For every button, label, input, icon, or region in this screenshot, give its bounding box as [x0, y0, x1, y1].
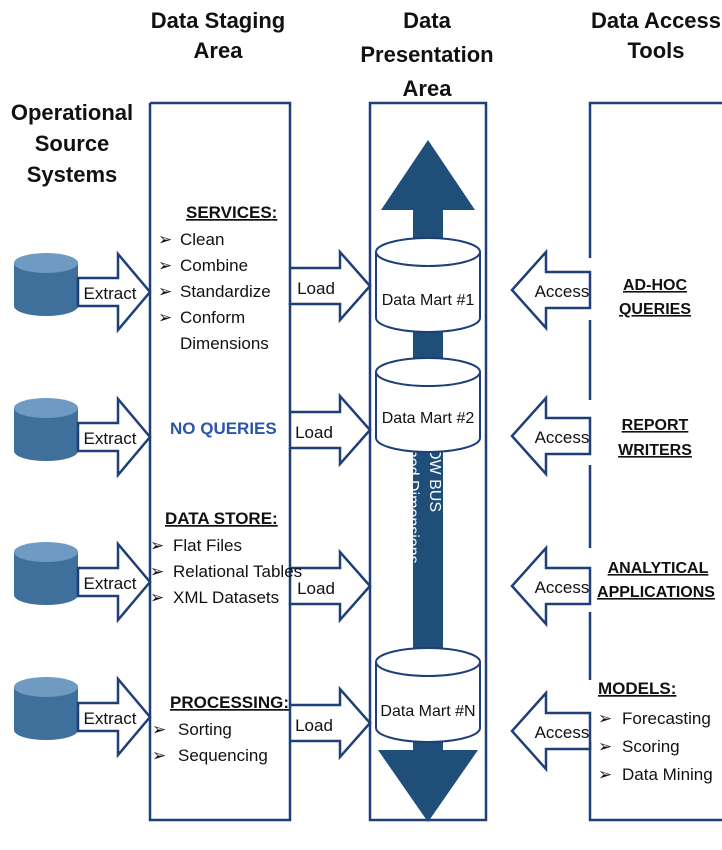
services-item-conform: Conform [180, 308, 245, 327]
presentation-area-box [368, 101, 488, 822]
data-store-item-xml-datasets: XML Datasets [173, 588, 279, 607]
load-arrow-2 [288, 392, 372, 468]
extract-label-3: Extract [84, 574, 137, 593]
bullet-icon: ➢ [598, 765, 612, 784]
staging-header-line1: Data Staging [151, 8, 285, 33]
services-title-text: SERVICES [186, 203, 272, 222]
bullet-icon: ➢ [158, 256, 172, 275]
data-mart-1-label: Data Mart #1 [382, 292, 475, 309]
services-title-colon: : [272, 203, 278, 222]
bullet-icon: ➢ [158, 282, 172, 301]
access-arrow-1 [510, 248, 592, 332]
adhoc-queries-line1: AD-HOC [623, 277, 687, 294]
bullet-icon: ➢ [150, 588, 164, 607]
source-db-icon-3 [14, 542, 78, 605]
access-label-2: Access [535, 428, 590, 447]
data-mart-2: Data Mart #2 [375, 357, 481, 453]
sources-header-line2: Source [35, 131, 110, 156]
no-queries-label: NO QUERIES [170, 419, 277, 438]
bullet-icon: ➢ [152, 720, 166, 739]
bullet-icon: ➢ [152, 746, 166, 765]
access-arrow-4 [510, 689, 592, 773]
load-label-4: Load [295, 716, 333, 735]
services-item-combine: Combine [180, 256, 248, 275]
extract-label-4: Extract [84, 709, 137, 728]
analytical-applications-line2: APPLICATIONS [597, 584, 715, 601]
data-store-title: DATA STORE: [165, 509, 278, 528]
services-item-dimensions: Dimensions [180, 334, 269, 353]
extract-arrow-3 [76, 540, 152, 624]
dw-bus-label: DW BUS [426, 448, 443, 512]
data-mart-n: Data Mart #N [375, 647, 481, 743]
access-header-line1: Data Access [591, 8, 721, 33]
extract-label-2: Extract [84, 429, 137, 448]
bullet-icon: ➢ [598, 737, 612, 756]
presentation-header-line3: Area [403, 76, 453, 101]
services-item-standardize: Standardize [180, 282, 271, 301]
dw-bus-arrow [378, 140, 478, 822]
extract-arrow-4 [76, 675, 152, 759]
adhoc-queries-line2: QUERIES [619, 301, 691, 318]
source-db-icon-1 [14, 253, 78, 316]
source-db-icon-2 [14, 398, 78, 461]
processing-title-text: PROCESSING [170, 693, 283, 712]
load-arrow-4 [288, 685, 372, 761]
models-item-data-mining: Data Mining [622, 765, 713, 784]
access-tools-box [588, 101, 722, 822]
access-arrow-3 [510, 544, 592, 628]
models-item-forecasting: Forecasting [622, 709, 711, 728]
models-title: MODELS: [598, 679, 676, 698]
staging-header-line2: Area [194, 38, 244, 63]
access-header-line2: Tools [627, 38, 684, 63]
bullet-icon: ➢ [158, 308, 172, 327]
presentation-header-line2: Presentation [360, 42, 493, 67]
processing-title-colon: : [283, 693, 289, 712]
processing-item-sequencing: Sequencing [178, 746, 268, 765]
access-label-1: Access [535, 282, 590, 301]
services-item-clean: Clean [180, 230, 224, 249]
models-item-scoring: Scoring [622, 737, 680, 756]
report-writers-line2: WRITERS [618, 442, 692, 459]
load-label-3: Load [297, 579, 335, 598]
extract-arrow-1 [76, 250, 152, 334]
sources-header-line1: Operational [11, 100, 133, 125]
processing-item-sorting: Sorting [178, 720, 232, 739]
presentation-header-line1: Data [403, 8, 451, 33]
analytical-applications-line1: ANALYTICAL [608, 560, 709, 577]
load-label-2: Load [295, 423, 333, 442]
data-store-item-relational-tables: Relational Tables [173, 562, 302, 581]
data-mart-1: Data Mart #1 [375, 237, 481, 333]
data-mart-n-label: Data Mart #N [380, 703, 475, 720]
load-arrow-3 [288, 548, 372, 624]
services-title: SERVICES: [186, 203, 277, 222]
bullet-icon: ➢ [150, 562, 164, 581]
load-label-1: Load [297, 279, 335, 298]
source-db-icon-4 [14, 677, 78, 740]
extract-label-1: Extract [84, 284, 137, 303]
access-arrow-2 [510, 394, 592, 478]
sources-header-line3: Systems [27, 162, 118, 187]
bullet-icon: ➢ [150, 536, 164, 555]
bullet-icon: ➢ [158, 230, 172, 249]
access-label-3: Access [535, 578, 590, 597]
load-arrow-1 [288, 248, 372, 324]
bullet-icon: ➢ [598, 709, 612, 728]
data-mart-2-label: Data Mart #2 [382, 410, 475, 427]
access-label-4: Access [535, 723, 590, 742]
staging-area-box [148, 101, 292, 822]
extract-arrow-2 [76, 395, 152, 479]
report-writers-line1: REPORT [622, 417, 689, 434]
processing-title: PROCESSING: [170, 693, 289, 712]
data-store-item-flat-files: Flat Files [173, 536, 242, 555]
